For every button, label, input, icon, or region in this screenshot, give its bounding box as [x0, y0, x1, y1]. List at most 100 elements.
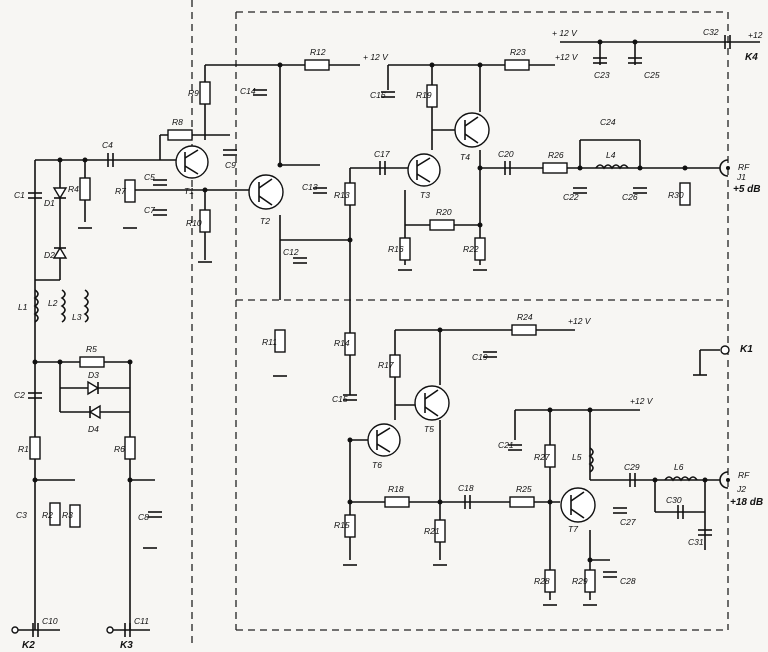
svg-text:R18: R18: [388, 484, 404, 494]
lower-wiring: [349, 300, 720, 600]
transistor-t1: T1: [175, 145, 209, 196]
resistor-r28: R28: [534, 569, 556, 593]
svg-text:R15: R15: [334, 520, 350, 530]
input-terminal-k3[interactable]: [106, 626, 114, 634]
svg-text:D4: D4: [88, 424, 99, 434]
capacitor-c5: C5: [144, 172, 167, 186]
svg-text:R14: R14: [334, 338, 350, 348]
resistor-r29: R29: [572, 569, 596, 593]
resistor-r24: R24: [511, 312, 537, 336]
svg-text:C28: C28: [620, 576, 636, 586]
resistor-r4: R4: [68, 177, 91, 201]
input-terminal-k2[interactable]: [11, 626, 19, 634]
svg-text:D3: D3: [88, 370, 99, 380]
inductor-l5: L5: [572, 447, 594, 473]
svg-text:R21: R21: [424, 526, 440, 536]
svg-text:L2: L2: [48, 298, 58, 308]
svg-text:R25: R25: [516, 484, 532, 494]
svg-text:R19: R19: [416, 90, 432, 100]
section-borders: [191, 0, 729, 645]
svg-text:R8: R8: [172, 117, 183, 127]
capacitor-c19: C19: [472, 351, 497, 362]
capacitor-c21: C21: [498, 440, 522, 451]
svg-text:C29: C29: [624, 462, 640, 472]
svg-text:T7: T7: [568, 524, 578, 534]
resistor-r25: R25: [509, 484, 535, 508]
resistor-r13: R13: [334, 182, 356, 206]
capacitor-c18: C18: [458, 483, 474, 509]
svg-text:C30: C30: [666, 495, 682, 505]
svg-text:C25: C25: [644, 70, 660, 80]
inductor-l1: L1: [18, 289, 39, 323]
capacitor-c1: C1: [14, 190, 42, 200]
svg-text:R1: R1: [18, 444, 29, 454]
upper-wiring: [279, 41, 760, 300]
resistor-r5: R5: [79, 344, 105, 368]
resistor-r12: R12: [304, 47, 330, 71]
supply-label-k4: + 12 V: [552, 28, 578, 38]
svg-text:C23: C23: [594, 70, 610, 80]
svg-text:R2: R2: [42, 510, 53, 520]
svg-text:T4: T4: [460, 152, 470, 162]
svg-text:R28: R28: [534, 576, 550, 586]
capacitor-c22: C22: [563, 187, 587, 202]
resistor-r1: R1: [18, 436, 41, 460]
svg-text:L3: L3: [72, 312, 82, 322]
inductor-l6: L6: [664, 462, 698, 482]
capacitor-c10: C10: [32, 616, 58, 637]
capacitor-c30: C30: [666, 495, 684, 519]
resistor-r21: R21: [424, 519, 446, 543]
svg-text:T2: T2: [260, 216, 270, 226]
svg-text:L6: L6: [674, 462, 684, 472]
svg-text:T6: T6: [372, 460, 382, 470]
resistor-r3: R3: [62, 504, 81, 528]
rf-output-connector-j1[interactable]: [719, 159, 730, 177]
connector-label-k4: K4: [745, 52, 758, 63]
svg-text:R20: R20: [436, 207, 452, 217]
svg-text:R29: R29: [572, 576, 588, 586]
capacitor-c25: C25: [628, 57, 660, 80]
svg-text:T1: T1: [184, 186, 194, 196]
rf-output-connector-j2[interactable]: [719, 471, 730, 489]
svg-text:C26: C26: [622, 192, 638, 202]
connector-label-k3: K3: [120, 640, 133, 651]
output-level-1: +5 dB: [733, 184, 761, 195]
resistor-r7: R7: [115, 179, 136, 203]
inductor-l2: L2: [48, 289, 66, 323]
inductor-l4: L4: [595, 150, 629, 170]
svg-text:R30: R30: [668, 190, 684, 200]
svg-text:C7: C7: [144, 205, 155, 215]
capacitor-c7: C7: [144, 205, 167, 216]
svg-text:R17: R17: [378, 360, 394, 370]
svg-text:L5: L5: [572, 452, 582, 462]
capacitor-c3: C3: [16, 510, 27, 520]
svg-text:R24: R24: [517, 312, 533, 322]
transistor-t7: T7: [560, 487, 596, 534]
svg-text:T5: T5: [424, 424, 434, 434]
resistor-r16: R16: [388, 237, 411, 261]
supply-label-r23: +12 V: [555, 52, 579, 62]
svg-text:C5: C5: [144, 172, 155, 182]
svg-text:C22: C22: [563, 192, 579, 202]
test-point-k1[interactable]: [720, 345, 730, 355]
resistor-r22: R22: [463, 237, 486, 261]
connector-label-k1: K1: [740, 344, 753, 355]
svg-text:R22: R22: [463, 244, 479, 254]
resistor-r27: R27: [534, 444, 556, 468]
svg-text:R6: R6: [114, 444, 125, 454]
junction-dots: [32, 39, 708, 563]
svg-text:L4: L4: [606, 150, 616, 160]
capacitor-c8: C8: [138, 511, 162, 522]
resistor-r17: R17: [378, 354, 401, 378]
connector-label-k2: K2: [22, 640, 35, 651]
svg-text:C32: C32: [703, 27, 719, 37]
capacitor-c11: C11: [124, 616, 149, 637]
capacitor-c29: C29: [624, 462, 640, 487]
supply-label-edge: +12: [748, 30, 763, 40]
capacitor-c24: C24: [600, 117, 616, 127]
transistor-t2: T2: [248, 174, 284, 226]
resistor-r26: R26: [542, 150, 568, 174]
svg-text:D1: D1: [44, 198, 55, 208]
connector-label-j2: J2: [736, 484, 746, 494]
